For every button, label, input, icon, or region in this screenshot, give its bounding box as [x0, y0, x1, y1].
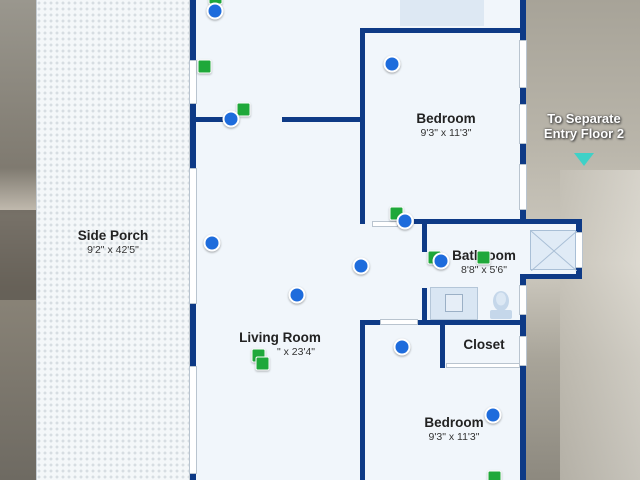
photo-marker[interactable]	[255, 356, 270, 371]
window-east-5	[519, 336, 527, 366]
room-label-side-porch: Side Porch 9'2" x 42'5"	[40, 228, 186, 256]
floor-link-line-2: Entry Floor 2	[543, 126, 625, 141]
window-west-2	[189, 168, 197, 304]
room-dimensions: 9'3" x 11'3"	[428, 431, 480, 443]
room-label-bedroom-top: Bedroom 9'3" x 11'3"	[376, 111, 516, 139]
room-label-bedroom-bottom: Bedroom 9'3" x 11'3"	[384, 415, 524, 443]
porch-edge-left	[36, 0, 37, 480]
window-east-1	[519, 40, 527, 88]
wall-bathroom-bump-south	[520, 274, 582, 279]
door-opening-bedroom-top	[372, 221, 398, 227]
room-name: Living Room	[239, 330, 321, 345]
background-panel	[560, 170, 640, 480]
room-label-bathroom: Bathroom 8'8" x 5'6"	[436, 248, 532, 276]
panorama-marker[interactable]	[203, 234, 221, 252]
photo-marker[interactable]	[236, 102, 251, 117]
wall-hall-left	[194, 117, 234, 122]
window-east-3	[519, 164, 527, 210]
room-dimensions: " x 23'4"	[276, 346, 316, 358]
room-dimensions: 8'8" x 5'6"	[461, 264, 507, 276]
panorama-marker[interactable]	[484, 406, 502, 424]
door-opening-bedroom	[380, 319, 418, 325]
wall-hall-right	[282, 117, 362, 122]
room-dimensions: 9'3" x 11'3"	[420, 127, 472, 139]
room-dimensions: 9'2" x 42'5"	[87, 244, 139, 256]
sink-basin	[445, 294, 463, 312]
wall-bedroom-top-north	[360, 28, 526, 33]
floor-link-line-1: To Separate	[547, 111, 621, 126]
panorama-marker[interactable]	[432, 252, 450, 270]
window-east-4	[519, 285, 527, 315]
window-west-1	[189, 60, 197, 104]
photo-marker[interactable]	[487, 470, 502, 480]
room-label-living-room: Living Room " x 23'4"	[214, 330, 346, 358]
room-label-closet: Closet	[463, 337, 505, 352]
floor-link-arrow-icon[interactable]	[574, 153, 594, 166]
shower-fixture	[530, 230, 577, 271]
panorama-marker[interactable]	[383, 55, 401, 73]
panorama-marker[interactable]	[393, 338, 411, 356]
room-name: Bedroom	[416, 111, 476, 126]
skylight-area	[400, 0, 484, 26]
wall-bathroom-west-upper	[422, 222, 427, 252]
photo-marker[interactable]	[197, 59, 212, 74]
vanity-sink-fixture	[430, 287, 478, 320]
wall-bathroom-west-lower	[422, 288, 427, 323]
background-window	[0, 210, 36, 300]
toilet-fixture	[484, 284, 518, 320]
wall-bedroom-bottom-west	[360, 320, 365, 480]
wall-east-lower	[520, 278, 526, 480]
window-west-3	[189, 366, 197, 474]
wall-bedroom-top-west	[360, 28, 365, 224]
panorama-marker[interactable]	[288, 286, 306, 304]
room-name: Side Porch	[77, 228, 149, 243]
panorama-marker[interactable]	[352, 257, 370, 275]
panorama-marker[interactable]	[206, 2, 224, 20]
panorama-marker[interactable]	[396, 212, 414, 230]
wall-bathroom-north	[414, 219, 582, 224]
side-porch-area	[36, 0, 190, 480]
window-east-2	[519, 104, 527, 144]
closet-door	[446, 363, 520, 368]
panorama-marker[interactable]	[222, 110, 240, 128]
photo-marker[interactable]	[476, 250, 491, 265]
wall-closet-west	[440, 320, 445, 368]
room-name: Bedroom	[424, 415, 484, 430]
floor-link-label[interactable]: To Separate Entry Floor 2	[538, 111, 630, 141]
